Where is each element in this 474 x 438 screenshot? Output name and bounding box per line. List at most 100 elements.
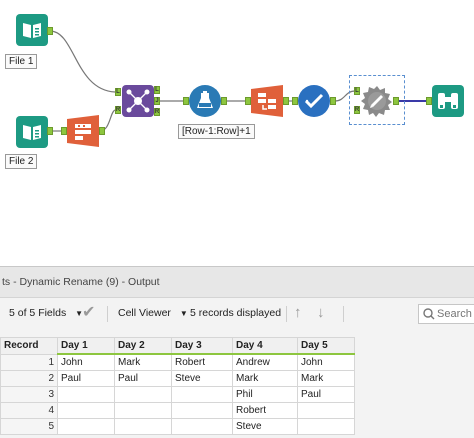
table-cell[interactable]: Paul [114,370,172,387]
output-anchor[interactable] [221,97,227,105]
annotation-file2: File 2 [5,154,38,169]
table-row[interactable]: 4 Robert [0,402,355,419]
transpose-tool[interactable] [67,115,99,147]
table-cell[interactable]: Robert [171,353,233,371]
table-cell[interactable]: Steve [232,418,298,435]
crosstab-icon [251,85,283,117]
toolbar-divider [286,306,287,322]
results-grid: Record Day 1 Day 2 Day 3 Day 4 Day 5 1 J… [0,337,355,435]
input-anchor[interactable] [183,97,189,105]
toolbar-divider [343,306,344,322]
join-tool[interactable] [122,85,154,117]
dynamic-rename-tool[interactable] [361,85,393,117]
output-anchor[interactable] [99,127,105,135]
search-icon [423,308,435,320]
table-cell[interactable] [171,418,233,435]
table-row[interactable]: 5 Steve [0,418,355,435]
output-anchor[interactable] [47,27,53,35]
table-cell[interactable] [297,418,355,435]
input-anchor[interactable] [245,97,251,105]
table-cell[interactable] [114,402,172,419]
input-anchor[interactable] [426,97,432,105]
arrow-down-icon[interactable]: ↓ [317,304,325,321]
input-data-tool-file1[interactable] [16,14,48,46]
multi-row-formula-tool[interactable] [189,85,221,117]
join-right-input-anchor[interactable] [115,106,121,114]
checkmark-icon [304,93,324,109]
workflow-canvas[interactable]: File 1 File 2 L R [0,0,474,266]
output-anchor[interactable] [47,127,53,135]
table-cell[interactable] [57,386,115,403]
table-cell[interactable] [57,418,115,435]
column-header-day2[interactable]: Day 2 [114,337,172,355]
table-row[interactable]: 2 Paul Paul Steve Mark Mark [0,370,355,387]
table-cell[interactable]: Phil [232,386,298,403]
table-cell[interactable] [171,386,233,403]
table-cell[interactable] [114,418,172,435]
search-input[interactable] [437,306,474,322]
table-cell[interactable]: Mark [232,370,298,387]
table-cell[interactable]: Steve [171,370,233,387]
table-cell[interactable] [171,402,233,419]
anchor-label-l: L [116,89,120,95]
table-cell[interactable]: Paul [297,386,355,403]
results-title: ts - Dynamic Rename (9) - Output [0,267,474,298]
anchor-label-r: R [354,107,360,113]
apply-checkmark-button[interactable]: ✔ [82,304,96,321]
input-anchor[interactable] [292,97,298,105]
crosstab-tool[interactable] [251,85,283,117]
fields-dropdown-label: 5 of 5 Fields [9,307,67,319]
annotation-formula: [Row-1:Row]+1 [178,124,255,139]
rename-right-input-anchor[interactable] [354,106,360,114]
table-cell[interactable] [297,402,355,419]
output-anchor[interactable] [393,97,399,105]
join-left-output-anchor[interactable] [154,86,160,94]
record-number: 2 [0,370,58,387]
selection-box [349,75,405,125]
table-cell[interactable]: Mark [114,353,172,371]
chevron-down-icon: ▼ [75,309,84,318]
binoculars-icon [438,93,458,109]
table-row[interactable]: 1 John Mark Robert Andrew John [0,353,355,371]
header-row: Record Day 1 Day 2 Day 3 Day 4 Day 5 [0,337,355,355]
anchor-label-r: R [115,107,121,113]
input-data-tool-file2[interactable] [16,116,48,148]
output-anchor[interactable] [330,97,336,105]
table-cell[interactable]: Mark [297,370,355,387]
table-cell[interactable] [57,402,115,419]
table-cell[interactable] [114,386,172,403]
rename-left-input-anchor[interactable] [354,87,360,95]
table-cell[interactable]: Andrew [232,353,298,371]
join-right-output-anchor[interactable] [154,108,160,116]
records-count-label: 5 records displayed [190,307,282,319]
column-header-record[interactable]: Record [0,337,58,355]
transpose-icon [67,115,99,147]
table-cell[interactable]: John [57,353,115,371]
table-row[interactable]: 3 Phil Paul [0,386,355,403]
anchor-label-j: J [155,98,159,104]
output-anchor[interactable] [283,97,289,105]
column-header-day4[interactable]: Day 4 [232,337,298,355]
flask-icon [197,91,213,108]
fields-dropdown[interactable]: 5 of 5 Fields ▼ [9,298,83,328]
table-cell[interactable]: Robert [232,402,298,419]
record-number: 5 [0,418,58,435]
column-header-day1[interactable]: Day 1 [57,337,115,355]
column-header-day3[interactable]: Day 3 [171,337,233,355]
search-box[interactable] [418,304,474,324]
join-left-input-anchor[interactable] [115,88,121,96]
cell-viewer-dropdown[interactable]: Cell Viewer ▼ [118,298,188,328]
input-anchor[interactable] [61,127,67,135]
book-icon [23,23,41,38]
book-icon [23,125,41,140]
arrow-up-icon[interactable]: ↑ [294,304,302,321]
browse-tool[interactable] [432,85,464,117]
table-cell[interactable]: Paul [57,370,115,387]
join-join-output-anchor[interactable] [154,97,160,105]
column-header-day5[interactable]: Day 5 [297,337,355,355]
table-cell[interactable]: John [297,353,355,371]
anchor-label-r: R [154,109,160,115]
select-tool[interactable] [298,85,330,117]
results-window: ts - Dynamic Rename (9) - Output 5 of 5 … [0,266,474,438]
chevron-down-icon: ▼ [179,309,188,318]
